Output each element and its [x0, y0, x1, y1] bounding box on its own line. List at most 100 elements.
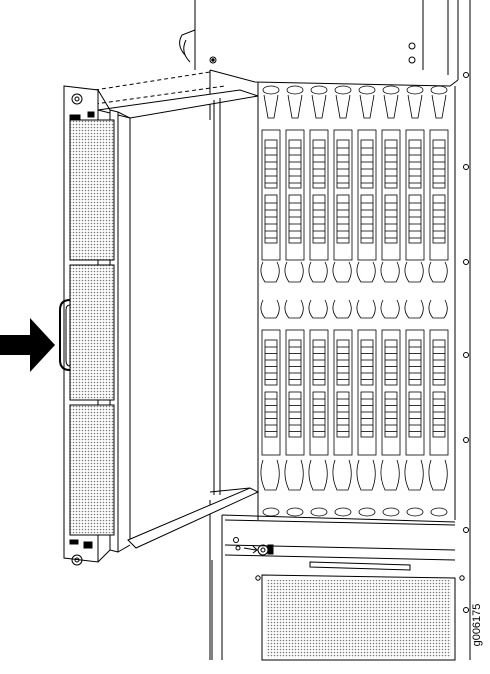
bottom-ejector-knob	[262, 507, 280, 517]
mid-ejector-lower	[404, 261, 424, 283]
upper-card-body	[261, 129, 281, 261]
top-ejector-knob	[310, 85, 328, 95]
mid-ejector-upper	[308, 299, 328, 319]
bottom-ejector-lever	[380, 459, 400, 491]
removal-direction-arrow	[0, 318, 55, 372]
upper-card-body	[429, 129, 449, 261]
upper-card-port-block-a	[432, 139, 446, 189]
top-ejector-knob	[382, 85, 400, 95]
line-card-slot-3	[308, 85, 329, 517]
filter-tray-handle[interactable]	[59, 299, 71, 371]
lower-card-port-block-b	[312, 391, 326, 438]
lower-card-port-block-b	[336, 391, 350, 438]
top-captive-screw[interactable]	[71, 93, 83, 105]
line-card-slot-5	[356, 85, 377, 517]
mid-ejector-lower	[284, 261, 304, 283]
lower-card-port-block-b	[360, 391, 374, 438]
upper-card-port-block-a	[288, 139, 302, 189]
lower-card-port-block-a	[312, 339, 326, 386]
upper-card-body	[357, 129, 377, 261]
lower-card-body	[333, 329, 353, 456]
bottom-ejector-lever	[404, 459, 424, 491]
bottom-captive-screw[interactable]	[71, 554, 83, 566]
upper-card-body	[309, 129, 329, 261]
lower-card-port-block-a	[264, 339, 278, 386]
top-ejector-knob	[430, 85, 448, 95]
figure-id-label: g006175	[471, 603, 483, 647]
top-ejector-knob	[334, 85, 352, 95]
top-ejector-knob	[358, 85, 376, 95]
mid-ejector-lower	[260, 261, 280, 283]
mid-ejector-upper	[332, 299, 352, 319]
line-card-slot-4	[332, 85, 353, 517]
line-card-slot-2	[284, 85, 305, 517]
line-card-slot-1	[260, 85, 281, 517]
top-ejector-lever	[311, 94, 327, 119]
bottom-ejector-lever	[428, 459, 448, 491]
bottom-ejector-lever	[356, 459, 376, 491]
lower-card-body	[285, 329, 305, 456]
top-ejector-knob	[406, 85, 424, 95]
air-filter-tray[interactable]	[59, 71, 260, 566]
bottom-ejector-knob	[358, 507, 376, 517]
top-ejector-lever	[431, 94, 447, 119]
upper-card-body	[333, 129, 353, 261]
lower-card-port-block-b	[408, 391, 422, 438]
mid-ejector-lower	[428, 261, 448, 283]
upper-card-port-block-b	[312, 194, 326, 244]
lower-card-port-block-b	[432, 391, 446, 438]
router-chassis	[179, 0, 471, 661]
bottom-ejector-knob	[310, 507, 328, 517]
upper-card-port-block-b	[360, 194, 374, 244]
lower-card-body	[261, 329, 281, 456]
lower-card-body	[429, 329, 449, 456]
lower-card-port-block-a	[384, 339, 398, 386]
bottom-ejector-knob	[286, 507, 304, 517]
top-ejector-lever	[383, 94, 399, 119]
filter-panel-top	[69, 119, 115, 261]
mid-ejector-upper	[260, 299, 280, 319]
lower-card-port-block-b	[384, 391, 398, 438]
top-ejector-knob	[286, 85, 304, 95]
upper-card-body	[285, 129, 305, 261]
lower-card-port-block-b	[288, 391, 302, 438]
mid-ejector-lower	[380, 261, 400, 283]
upper-card-port-block-b	[264, 194, 278, 244]
lower-card-port-block-a	[360, 339, 374, 386]
lower-card-port-block-a	[408, 339, 422, 386]
lower-card-port-block-b	[264, 391, 278, 438]
upper-card-port-block-a	[264, 139, 278, 189]
upper-card-port-block-a	[408, 139, 422, 189]
bottom-ejector-knob	[334, 507, 352, 517]
upper-card-port-block-b	[408, 194, 422, 244]
top-ejector-knob	[262, 85, 280, 95]
top-ejector-lever	[263, 94, 279, 119]
upper-card-body	[381, 129, 401, 261]
mid-ejector-lower	[308, 261, 328, 283]
upper-card-port-block-a	[384, 139, 398, 189]
bottom-ejector-lever	[332, 459, 352, 491]
bottom-ejector-knob	[430, 507, 448, 517]
lower-card-body	[381, 329, 401, 456]
lower-card-port-block-a	[432, 339, 446, 386]
lower-card-port-block-a	[288, 339, 302, 386]
line-card-slot-6	[380, 85, 401, 517]
bottom-ejector-lever	[284, 459, 304, 491]
upper-card-port-block-b	[432, 194, 446, 244]
upper-card-port-block-b	[288, 194, 302, 244]
top-ejector-lever	[407, 94, 423, 119]
lower-card-body	[309, 329, 329, 456]
upper-card-body	[405, 129, 425, 261]
lower-card-body	[357, 329, 377, 456]
top-ejector-lever	[287, 94, 303, 119]
top-ejector-lever	[335, 94, 351, 119]
top-ejector-lever	[359, 94, 375, 119]
lower-card-body	[405, 329, 425, 456]
bottom-ejector-knob	[406, 507, 424, 517]
mid-ejector-upper	[356, 299, 376, 319]
mid-ejector-upper	[284, 299, 304, 319]
mid-ejector-upper	[428, 299, 448, 319]
mid-ejector-lower	[356, 261, 376, 283]
upper-card-port-block-a	[360, 139, 374, 189]
